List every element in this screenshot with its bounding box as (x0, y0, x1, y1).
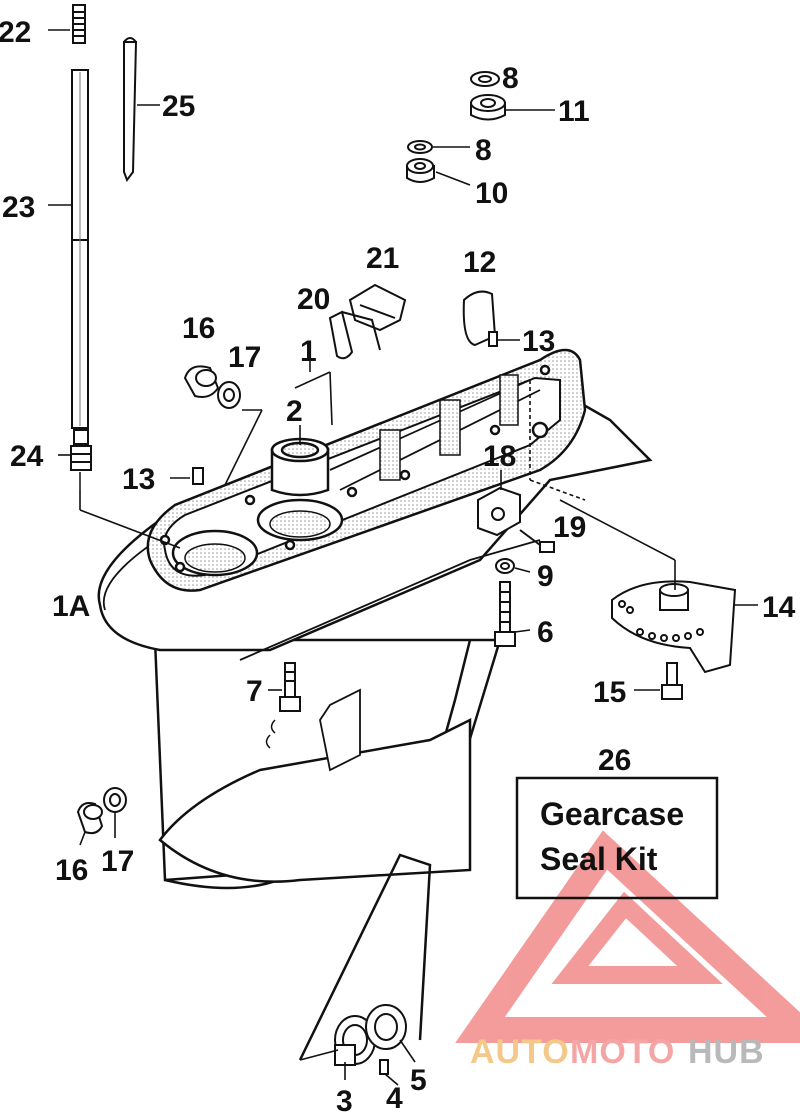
label-26: 26 (598, 744, 631, 777)
label-13-upper: 13 (522, 325, 555, 358)
label-10: 10 (475, 177, 508, 210)
bolt-6 (499, 581, 511, 633)
label-12: 12 (463, 246, 496, 279)
watermark-moto: MOTO (570, 1033, 675, 1071)
clip-20 (328, 310, 354, 360)
shaft-fitting-part (73, 429, 89, 445)
watermark-text: AUTO MOTO HUB (470, 1033, 765, 1071)
label-8-upper: 8 (502, 62, 519, 95)
watermark-hub: HUB (688, 1033, 765, 1071)
label-21: 21 (366, 242, 399, 275)
loose-parts (76, 283, 737, 1075)
label-1A: 1A (52, 590, 90, 623)
label-18: 18 (483, 440, 516, 473)
label-17-lower: 17 (101, 845, 134, 878)
watermark-logo (455, 830, 800, 1043)
label-8-lower: 8 (475, 134, 492, 167)
trim-tab-14 (611, 580, 737, 674)
label-2: 2 (286, 395, 303, 428)
part-labels: 22 25 23 24 8 11 8 10 21 20 12 13 16 17 … (0, 16, 796, 1118)
bracket-21 (348, 283, 407, 332)
small-hardware (406, 71, 506, 183)
label-11: 11 (558, 95, 590, 128)
label-7: 7 (246, 675, 263, 708)
pin-13-lower (192, 467, 204, 485)
label-1: 1 (300, 335, 317, 368)
watermark-auto: AUTO (470, 1033, 570, 1071)
screw-19 (539, 541, 555, 553)
label-22: 22 (0, 16, 31, 49)
label-14: 14 (762, 591, 796, 624)
water-tube-part-2 (270, 448, 330, 497)
bolt-15 (666, 662, 678, 686)
label-24: 24 (10, 440, 44, 473)
gearcase-housing (97, 348, 653, 1061)
label-16-lower: 16 (55, 854, 88, 887)
rod-part (123, 41, 138, 183)
label-4: 4 (386, 1082, 403, 1115)
label-20: 20 (297, 283, 330, 316)
leader-lines (48, 29, 758, 1086)
kit-box-line2: Seal Kit (540, 841, 658, 877)
kit-box-line1: Gearcase (540, 796, 684, 832)
kit-box-frame (515, 776, 719, 900)
label-19: 19 (553, 511, 586, 544)
label-25: 25 (162, 90, 195, 123)
label-5: 5 (410, 1064, 427, 1097)
label-15: 15 (593, 676, 626, 709)
seal-kit-callout: Gearcase Seal Kit (515, 776, 719, 900)
label-9: 9 (537, 560, 554, 593)
drive-shaft-assembly (70, 4, 138, 490)
label-17-upper: 17 (228, 341, 261, 374)
label-23: 23 (2, 191, 35, 224)
label-3: 3 (336, 1085, 353, 1115)
pin-13-upper (488, 331, 498, 347)
label-6: 6 (537, 616, 554, 649)
label-13-lower: 13 (122, 463, 155, 496)
label-16-upper: 16 (182, 312, 215, 345)
pin-4 (379, 1059, 389, 1075)
